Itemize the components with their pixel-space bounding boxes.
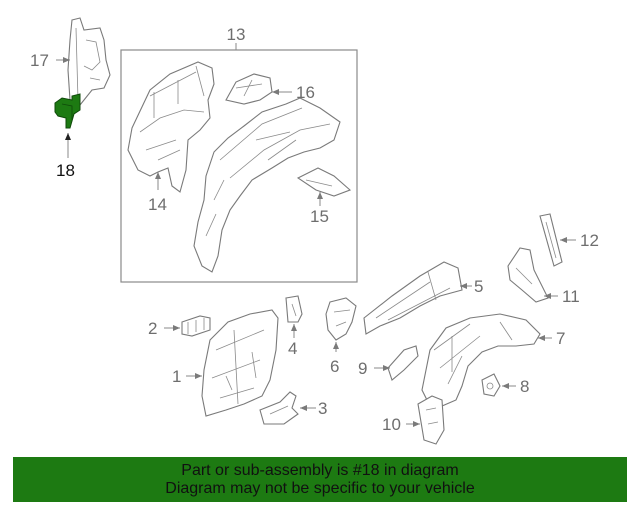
label-2: 2 xyxy=(148,319,157,338)
part-1[interactable] xyxy=(201,309,279,417)
label-6: 6 xyxy=(330,357,339,376)
label-5: 5 xyxy=(474,277,483,296)
part-15[interactable] xyxy=(296,167,352,197)
part-10[interactable] xyxy=(417,395,445,445)
group-box-13 xyxy=(120,49,358,283)
label-17: 17 xyxy=(30,51,49,70)
label-9: 9 xyxy=(358,359,367,378)
banner-line-2: Diagram may not be specific to your vehi… xyxy=(165,479,475,497)
label-14: 14 xyxy=(148,195,167,214)
label-12: 12 xyxy=(580,231,599,250)
label-16: 16 xyxy=(296,83,315,102)
banner-line-1: Part or sub-assembly is #18 in diagram xyxy=(181,461,459,479)
part-14[interactable] xyxy=(127,61,215,193)
part-2[interactable] xyxy=(181,315,211,337)
label-1: 1 xyxy=(172,367,181,386)
part-7[interactable] xyxy=(421,313,541,407)
label-7: 7 xyxy=(556,329,565,348)
label-8: 8 xyxy=(520,377,529,396)
label-4: 4 xyxy=(288,339,297,358)
label-13: 13 xyxy=(227,25,246,44)
part-4[interactable] xyxy=(285,295,303,323)
part-13-wheelhouse[interactable] xyxy=(193,97,341,273)
part-16[interactable] xyxy=(225,73,273,105)
part-8[interactable] xyxy=(481,373,501,397)
part-5[interactable] xyxy=(363,261,463,335)
label-11: 11 xyxy=(562,287,580,306)
part-17[interactable] xyxy=(67,17,111,111)
parts-diagram: 13 17 18 16 14 15 12 5 11 2 7 4 6 9 1 8 … xyxy=(30,17,599,445)
part-6[interactable] xyxy=(325,297,357,341)
label-10: 10 xyxy=(382,415,401,434)
label-3: 3 xyxy=(318,399,327,418)
label-18: 18 xyxy=(56,161,75,180)
part-12[interactable] xyxy=(539,213,563,267)
part-18[interactable] xyxy=(54,93,81,129)
label-15: 15 xyxy=(310,207,329,226)
info-banner: Part or sub-assembly is #18 in diagram D… xyxy=(13,457,627,502)
part-9[interactable] xyxy=(387,345,419,381)
part-11[interactable] xyxy=(507,247,549,303)
part-3[interactable] xyxy=(259,391,299,425)
